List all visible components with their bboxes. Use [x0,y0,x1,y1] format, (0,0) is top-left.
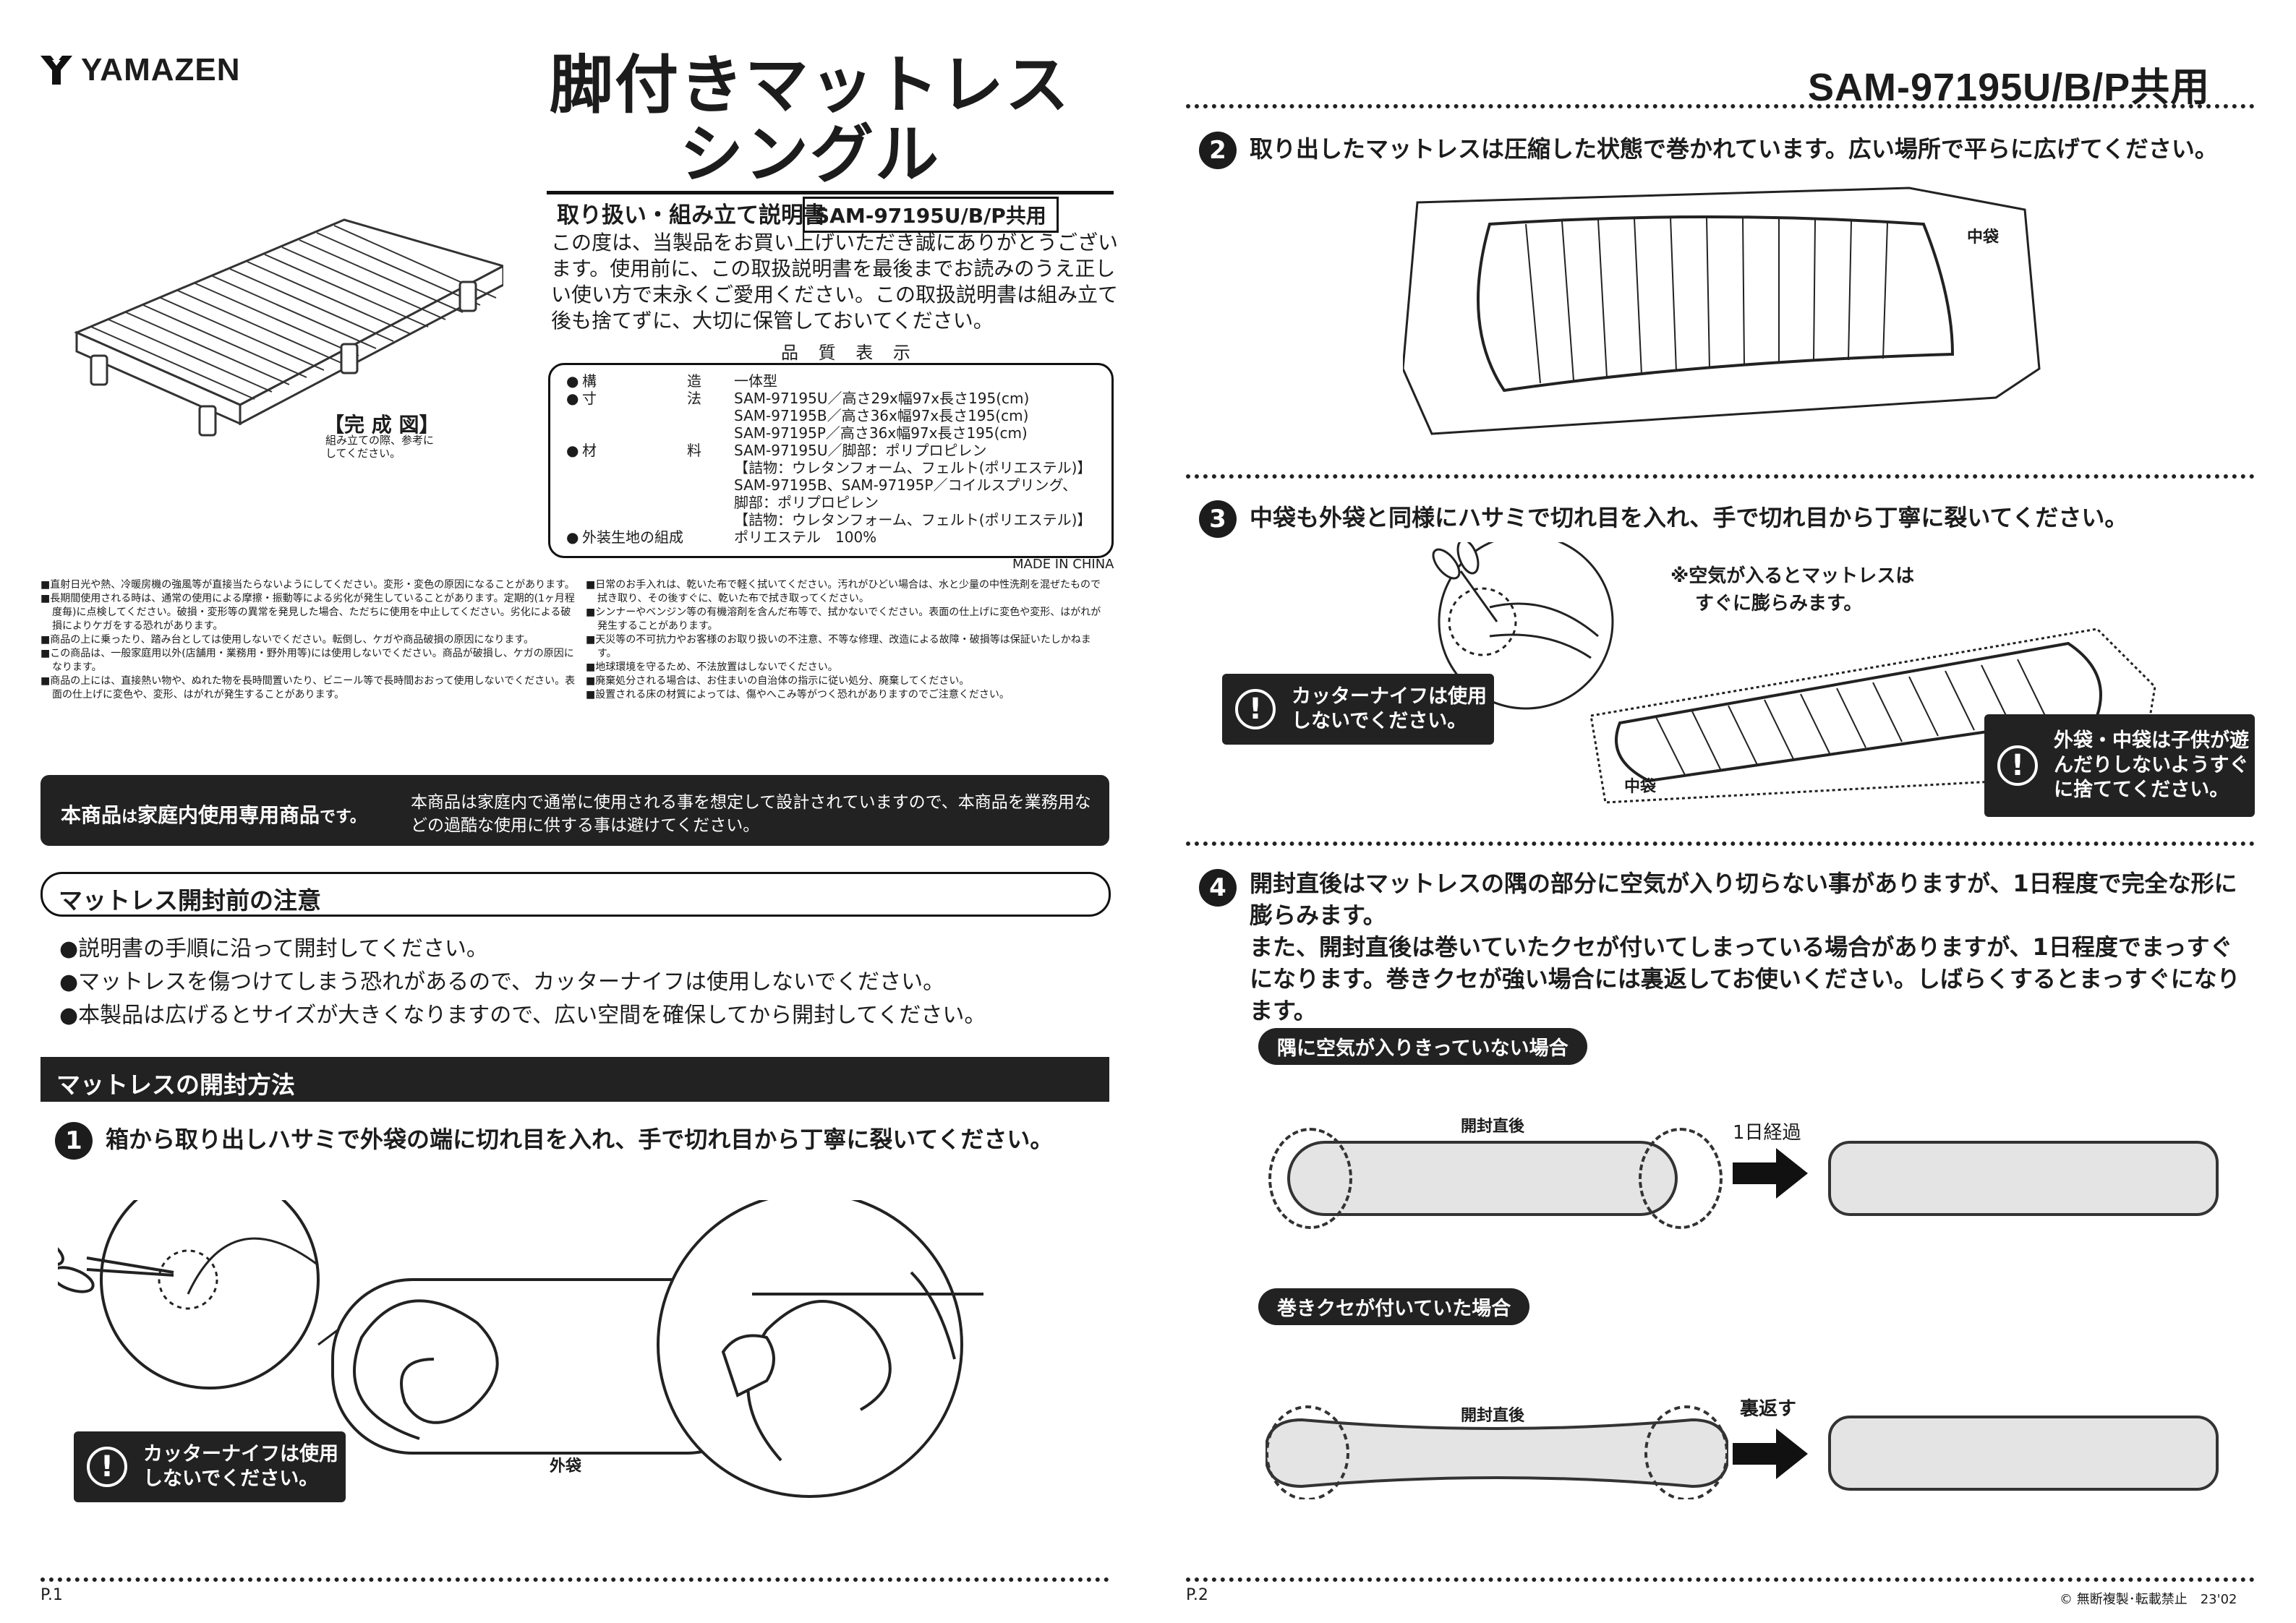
note-item: ■この商品は、一般家庭用以外(店舗用・業務用・野外用等)には使用しないでください… [40,648,574,673]
arrow-right-icon [1733,1429,1808,1479]
mattress-after-1 [1828,1141,2219,1216]
air-note: ※空気が入るとマットレスは すぐに膨らみます。 [1670,565,1915,614]
note-item: ■商品の上に乗ったり、踏み台としては使用しないでください。転倒し、ケガや商品破損… [40,634,534,646]
caution-list: ●説明書の手順に沿って開封してください。 ●マットレスを傷つけてしまう恐れがある… [59,933,986,1032]
caution-heading: マットレス開封前の注意 [59,886,321,915]
exclamation-icon: ! [1235,689,1276,729]
inner-bag-label: 中袋 [1967,228,2000,247]
warning-cutter-1: ! カッターナイフは使用しないでください。 [74,1431,346,1502]
step-3-text: 中袋も外袋と同様にハサミで切れ目を入れ、手で切れ目から丁寧に裂いてください。 [1250,504,2128,531]
caution-item: ●本製品は広げるとサイズが大きくなりますので、広い空間を確保してから開封してくだ… [59,1003,986,1028]
case-1-arrow-label: 1日経過 [1733,1122,1801,1144]
mattress-before-2 [1266,1405,1728,1499]
step-2-badge: 2 [1199,132,1237,169]
note-item: ■日常のお手入れは、乾いた布で軽く拭いてください。汚れがひどい場合は、水と少量の… [586,579,1101,604]
corner-highlight [1268,1128,1352,1229]
manual-subtitle: 取り扱い・組み立て説明書 [557,202,826,228]
figure-label: 【完 成 図】 [324,413,440,437]
title-line-1: 脚付きマットレス [550,48,1071,122]
model-number-box: SAM-97195U/B/P共用 [803,197,1059,233]
title-rule [547,191,1114,194]
note-item: ■商品の上には、直接熱い物や、ぬれた物を長時間置いたり、ビニール等で長時間おおっ… [40,675,576,701]
quality-row: ● 構造 一体型 [566,372,777,390]
figure-note: 組み立ての際、参考にしてください。 [325,434,435,460]
brand-logo: YAMAZEN [40,52,241,88]
warning-text: 外袋・中袋は子供が遊んだりしないようすぐに捨ててください。 [2054,729,2249,801]
page-number-2: P.2 [1186,1586,1208,1604]
home-use-text: 本商品は家庭内で通常に使用される事を想定して設計されていますので、本商品を業務用… [411,793,1091,835]
case-1-pill: 隅に空気が入りきっていない場合 [1258,1028,1587,1065]
intro-text: この度は、当製品をお買い上げいただき誠にありがとうございます。使用前に、この取扱… [551,231,1119,333]
step-4-badge: 4 [1199,869,1237,907]
step-1-text: 箱から取り出しハサミで外袋の端に切れ目を入れ、手で切れ目から丁寧に裂いてください… [106,1126,1054,1153]
yamazen-mark-icon [40,56,72,85]
title-line-2: シングル [679,117,940,192]
note-item: ■直射日光や熱、冷暖房機の強風等が直接当たらないようにしてください。変形・変色の… [40,579,575,591]
case-2-left-label: 開封直後 [1461,1407,1525,1425]
warning-text: カッターナイフは使用しないでください。 [1292,685,1487,732]
inner-bag-label-2: 中袋 [1624,778,1657,796]
logo-text: YAMAZEN [81,52,241,87]
case-1-left-label: 開封直後 [1461,1118,1525,1136]
step-2-illustration [1403,187,2041,435]
page-number-1: P.1 [40,1586,63,1604]
section-divider [1186,474,2255,479]
corner-highlight [1639,1128,1723,1229]
notes-left: ■直射日光や熱、冷暖房機の強風等が直接当たらないようにしてください。変形・変色の… [40,578,576,702]
step-2-text: 取り出したマットレスは圧縮した状態で巻かれています。広い場所で平らに広げてくださ… [1250,135,2218,163]
step-3-badge: 3 [1199,500,1237,538]
note-item: ■天災等の不可抗力やお客様のお取り扱いの不注意、不等な修理、改造による故障・破損… [586,634,1091,659]
outer-bag-label: 外袋 [550,1457,582,1476]
caution-item: ●マットレスを傷つけてしまう恐れがあるので、カッターナイフは使用しないでください… [59,969,945,995]
note-item: ■シンナーやベンジン等の有機溶剤を含んだ布等で、拭かないでください。表面の仕上げ… [586,607,1101,632]
section-divider [1186,842,2255,846]
mattress-illustration [74,218,503,437]
quality-row: ● 寸法 SAM-97195U／高さ29x幅97x長さ195(cm) SAM-9… [566,390,1030,442]
quality-row: ● 外装生地の組成 ポリエステル 100% [566,528,877,546]
method-heading-bar: マットレスの開封方法 [40,1057,1109,1102]
note-item: ■地球環境を守るため、不法放置はしないでください。 [586,661,838,673]
warning-text: カッターナイフは使用しないでください。 [143,1443,338,1490]
page-title: 脚付きマットレス シングル [550,51,1070,189]
copyright: © 無断複製･転載禁止 23'02 [2060,1592,2237,1607]
quality-heading: 品 質 表 示 [781,343,918,363]
caution-item: ●説明書の手順に沿って開封してください。 [59,936,488,962]
page-2-model-header: SAM-97195U/B/P共用 [1808,66,2211,109]
home-use-title: 本商品は家庭内使用専用商品です。 [61,803,366,827]
note-item: ■長期間使用される時は、通常の使用による摩擦・振動等による劣化が発生していること… [40,593,575,632]
note-item: ■廃棄処分される場合は、お住まいの自治体の指示に従い処分、廃棄してください。 [586,675,970,687]
exclamation-icon: ! [1997,745,2038,786]
mattress-after-2 [1828,1416,2219,1491]
exclamation-icon: ! [87,1447,127,1487]
method-heading: マットレスの開封方法 [56,1071,295,1099]
quality-box: ● 構造 一体型 ● 寸法 SAM-97195U／高さ29x幅97x長さ195(… [548,363,1114,558]
mattress-before-1 [1287,1141,1678,1216]
step-1-illustration [58,1200,983,1498]
caution-heading-box: マットレス開封前の注意 [40,872,1111,917]
page-1-footer-rule [40,1577,1109,1582]
home-use-banner: 本商品は家庭内使用専用商品です。 本商品は家庭内で通常に使用される事を想定して設… [40,775,1109,846]
case-2-arrow-label: 裏返す [1740,1398,1797,1420]
step-4-text: 開封直後はマットレスの隅の部分に空気が入り切らない事がありますが、1日程度で完全… [1250,870,2240,1024]
page-2-footer-rule [1186,1577,2255,1582]
quality-row: ● 材料 SAM-97195U／脚部：ポリプロピレン 【詰物：ウレタンフォーム、… [566,442,1092,528]
notes-right: ■日常のお手入れは、乾いた布で軽く拭いてください。汚れがひどい場合は、水と少量の… [586,578,1109,702]
warning-children: ! 外袋・中袋は子供が遊んだりしないようすぐに捨ててください。 [1984,714,2255,817]
step-1-badge: 1 [55,1122,93,1160]
section-divider [1186,104,2255,108]
case-2-pill: 巻きクセが付いていた場合 [1258,1288,1530,1325]
made-in-label: MADE IN CHINA [1012,557,1114,572]
note-item: ■設置される床の材質によっては、傷やへこみ等がつく恐れがありますのでご注意くださ… [586,689,1010,701]
arrow-right-icon [1733,1148,1808,1199]
warning-cutter-2: ! カッターナイフは使用しないでください。 [1222,674,1494,745]
